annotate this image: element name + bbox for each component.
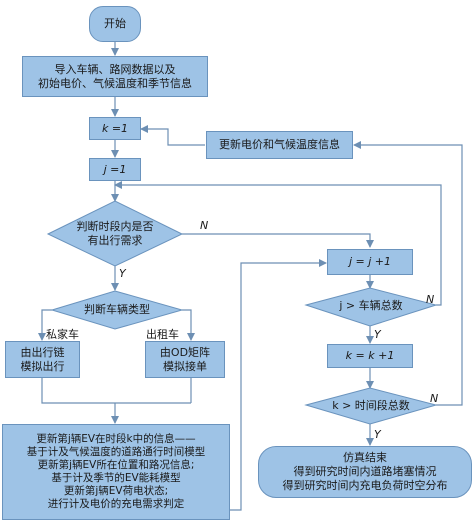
k-init-box: k =1	[89, 117, 141, 140]
edge-updates-jinc	[230, 259, 327, 511]
j-increment-box: j = j +1	[327, 249, 413, 275]
edge-vehicle-taxi	[182, 309, 195, 341]
update-price-box: 更新电价和气候温度信息	[206, 131, 353, 159]
label-n-j: N	[426, 293, 435, 306]
decision-j-shape	[304, 287, 438, 327]
import-data-box: 导入车辆、路网数据以及 初始电价、气候温度和季节信息	[22, 56, 208, 97]
edge-private-merge	[41, 378, 191, 404]
update-info-box: 更新第j辆EV在时段k中的信息—— 基于计及气候温度的道路通行时间模型 更新第j…	[2, 424, 230, 520]
label-y-j: Y	[374, 328, 381, 341]
edge-decision-n	[182, 233, 374, 248]
label-y-trip: Y	[119, 267, 126, 280]
k-increment-box: k = k +1	[327, 344, 413, 368]
end-node: 仿真结束 得到研究时间内道路堵塞情况 得到研究时间内充电负荷时空分布	[258, 446, 472, 498]
edge-jcheck-n	[114, 181, 442, 306]
label-y-k: Y	[374, 428, 381, 441]
decision-k-shape	[304, 387, 438, 425]
edge-kcheck-n	[353, 141, 463, 406]
decision-trip-shape	[46, 200, 184, 267]
label-n-k: N	[430, 392, 439, 405]
taxi-sim-box: 由OD矩阵 模拟接单	[145, 341, 225, 378]
private-sim-box: 由出行链 模拟出行	[5, 341, 80, 378]
taxi-label: 出租车	[146, 328, 179, 341]
private-car-label: 私家车	[46, 328, 79, 341]
label-n-trip: N	[200, 219, 209, 232]
edge-update-k	[140, 125, 205, 146]
j-init-box: j =1	[89, 158, 141, 181]
edge-vehicle-private	[38, 309, 52, 341]
start-node: 开始	[89, 6, 141, 42]
decision-vehicle-shape	[50, 290, 184, 330]
